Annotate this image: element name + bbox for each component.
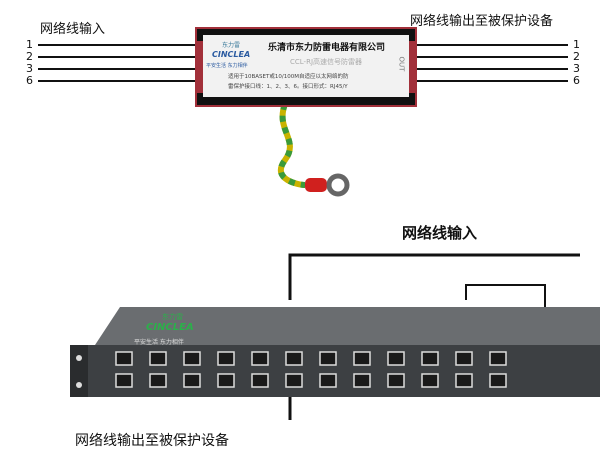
right-pin-2: 2 xyxy=(573,50,580,63)
rj45-port[interactable] xyxy=(489,373,507,388)
device-out-mark: OUT xyxy=(397,56,406,72)
rack-brand-en: CINCLEA xyxy=(146,322,194,333)
left-pin-1: 1 xyxy=(26,38,33,51)
left-pin-2: 2 xyxy=(26,50,33,63)
rj45-port[interactable] xyxy=(217,373,235,388)
ring-terminal-sleeve xyxy=(305,178,327,192)
rj45-port[interactable] xyxy=(421,351,439,366)
ground-line xyxy=(465,284,546,312)
rj45-port[interactable] xyxy=(387,373,405,388)
input-cable xyxy=(288,253,580,300)
rj45-port[interactable] xyxy=(217,351,235,366)
rj45-port[interactable] xyxy=(455,351,473,366)
rj45-port[interactable] xyxy=(319,373,337,388)
device-desc-line1: 适用于10BASET或10/100M自适应以太网络的防 xyxy=(228,74,349,80)
ring-terminal xyxy=(326,173,350,197)
device-brand-cn: 东力雷 xyxy=(222,42,241,49)
rj45-port[interactable] xyxy=(183,373,201,388)
rj45-port[interactable] xyxy=(455,373,473,388)
rj45-port[interactable] xyxy=(387,351,405,366)
rj45-port[interactable] xyxy=(285,351,303,366)
bottom-output-label: 网络线输出至被保护设备 xyxy=(75,433,229,449)
rack-top xyxy=(95,307,600,345)
right-pin-1: 1 xyxy=(573,38,580,51)
device-company: 乐清市东力防雷电器有限公司 xyxy=(268,43,386,53)
rack-slogan: 平安生活 东力相伴 xyxy=(134,339,184,346)
rj45-port[interactable] xyxy=(251,373,269,388)
rj45-port-grid xyxy=(115,351,507,388)
rj45-port[interactable] xyxy=(115,351,133,366)
device-slogan: 平安生活 东力相伴 xyxy=(206,63,248,69)
rj45-port[interactable] xyxy=(149,351,167,366)
output-wires xyxy=(412,44,568,82)
rj45-port[interactable] xyxy=(183,351,201,366)
rj45-port[interactable] xyxy=(489,351,507,366)
ground-wire xyxy=(278,102,306,188)
rj45-port[interactable] xyxy=(149,373,167,388)
rj45-port[interactable] xyxy=(353,373,371,388)
rj45-port[interactable] xyxy=(353,351,371,366)
left-pin-3: 3 xyxy=(26,62,33,75)
left-pin-6: 6 xyxy=(26,74,33,87)
top-output-label: 网络线输出至被保护设备 xyxy=(410,14,554,29)
bottom-input-label: 网络线输入 xyxy=(402,224,478,242)
rj45-port[interactable] xyxy=(319,351,337,366)
device-brand-en: CINCLEA xyxy=(212,50,251,59)
device-model: CCL-RJ高速信号防雷器 xyxy=(290,58,363,66)
right-pin-6: 6 xyxy=(573,74,580,87)
device-desc-line2: 雷保护接口线：1、2、3、6。接口形式：RJ45/Y xyxy=(228,84,348,90)
rack-brand-cn: 东力雷 xyxy=(162,313,183,321)
top-input-label: 网络线输入 xyxy=(40,22,106,37)
rj45-port[interactable] xyxy=(115,373,133,388)
rj45-port[interactable] xyxy=(421,373,439,388)
rj45-port[interactable] xyxy=(251,351,269,366)
right-pin-3: 3 xyxy=(573,62,580,75)
device-label-panel xyxy=(203,35,409,97)
input-wires xyxy=(38,44,196,82)
rj45-port[interactable] xyxy=(285,373,303,388)
